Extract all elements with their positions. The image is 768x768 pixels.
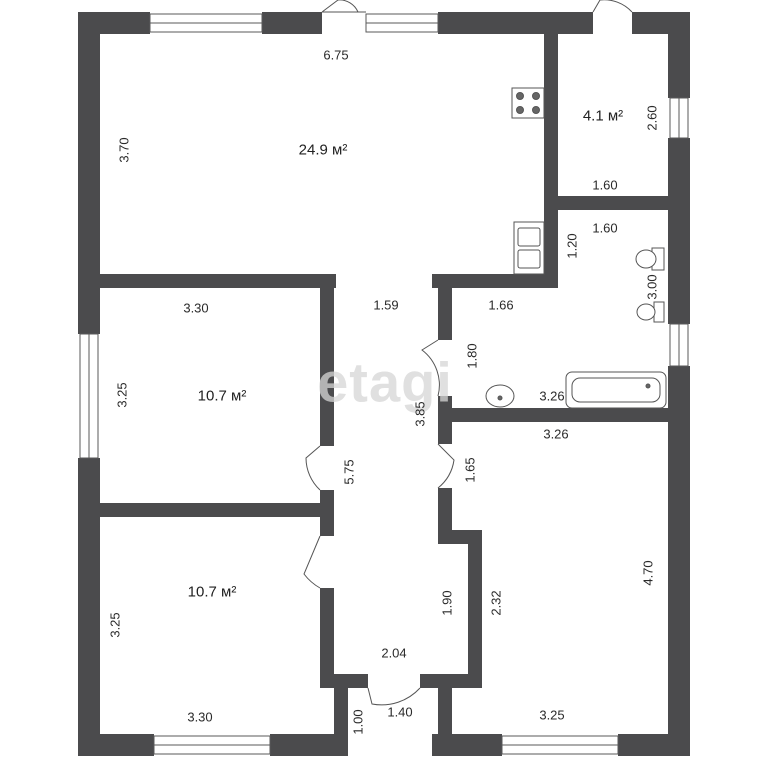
- door-top-right: [592, 0, 633, 13]
- wall-bath-left-b: [438, 396, 452, 444]
- walls: [78, 12, 690, 756]
- dim-bath-gap: 1.20: [564, 233, 580, 259]
- door-entry: [367, 687, 421, 706]
- door-bedroom-bottom: [303, 535, 321, 589]
- fixtures: [485, 87, 667, 409]
- door-bath: [421, 339, 440, 397]
- wall-right-c: [668, 366, 690, 756]
- dim-bath-bottom-width: 3.26: [539, 388, 565, 404]
- watermark-logo: etagi: [317, 350, 453, 414]
- dim-corridor-side: 3.85: [412, 401, 428, 427]
- dim-corridor-bottom-height: 1.90: [439, 590, 455, 616]
- dim-room-right-door: 1.65: [462, 457, 478, 483]
- bathtub-icon: [565, 371, 667, 409]
- wall-living-bottom-right: [432, 274, 558, 288]
- area-bedroom-bottom: 10.7 м²: [187, 583, 237, 601]
- door-top-main: [321, 0, 359, 13]
- wall-right-b: [668, 138, 690, 324]
- wall-corridor-left-b: [320, 490, 334, 536]
- dim-room-right-height: 4.70: [640, 560, 656, 586]
- dim-bedroom-bottom-width: 3.30: [187, 709, 213, 725]
- wall-entry-top-right: [420, 674, 482, 688]
- dim-room-right-inner: 2.32: [488, 590, 504, 616]
- wall-top-mid-a: [262, 12, 322, 34]
- dim-bath-door-side: 1.80: [464, 343, 480, 369]
- wall-left-b: [78, 458, 100, 756]
- wall-corridor-left-c: [320, 588, 334, 688]
- wall-right-room-left-b: [468, 530, 482, 688]
- door-right-room: [437, 443, 455, 489]
- wall-bedroom-divider: [100, 503, 320, 517]
- dim-corridor-width-top: 1.59: [373, 297, 399, 313]
- dim-room-right-top-width: 3.26: [543, 426, 569, 442]
- area-small-room: 4.1 м²: [582, 107, 624, 125]
- area-living: 24.9 м²: [298, 141, 348, 159]
- wall-left-a: [78, 12, 100, 334]
- wall-entry-top-left: [320, 674, 368, 688]
- wall-corridor-left-a: [320, 288, 334, 446]
- stove-icon: [511, 87, 545, 119]
- dim-corridor-length: 5.75: [341, 459, 357, 485]
- dim-room-right-bottom-width: 3.25: [539, 707, 565, 723]
- area-bedroom-top: 10.7 м²: [197, 387, 247, 405]
- wall-bath-bottom: [452, 408, 668, 422]
- wall-entry-right: [438, 688, 452, 756]
- wall-entry-left: [334, 688, 348, 756]
- dim-small-room-height: 2.60: [644, 105, 660, 131]
- toilet-icon: [635, 247, 665, 271]
- wall-bottom-left: [78, 734, 154, 756]
- windows: [79, 13, 689, 755]
- dim-entry-depth: 1.00: [350, 709, 366, 735]
- door-bedroom-top: [305, 445, 321, 491]
- dim-bedroom-top-height: 3.25: [114, 382, 130, 408]
- dim-living-height: 3.70: [116, 137, 132, 163]
- doors: [303, 0, 633, 706]
- dim-top-door-width: 6.75: [323, 47, 349, 63]
- wall-bottom-mid-a: [270, 734, 346, 756]
- wall-right-a: [668, 12, 690, 98]
- wall-small-room-bottom: [558, 196, 668, 210]
- wall-bottom-right: [618, 734, 690, 756]
- dim-corridor-bottom-width: 2.04: [381, 645, 407, 661]
- dim-entry-width: 1.40: [387, 704, 413, 720]
- wall-small-room-left: [544, 34, 558, 284]
- dim-bedroom-bottom-height: 3.25: [107, 612, 123, 638]
- dim-bedroom-top-width: 3.30: [183, 300, 209, 316]
- dim-bath-inner-width: 1.66: [488, 297, 514, 313]
- dim-small-room-width: 1.60: [592, 177, 618, 193]
- bidet-icon: [636, 301, 665, 323]
- dim-bath-height: 3.00: [644, 274, 660, 300]
- kitchen-sink-icon: [513, 221, 545, 275]
- dim-bath-width-top: 1.60: [592, 220, 618, 236]
- washbasin-icon: [485, 384, 515, 408]
- wall-living-bottom-left: [100, 274, 336, 288]
- wall-top-mid-b: [438, 12, 593, 34]
- wall-bath-left-a: [438, 288, 452, 340]
